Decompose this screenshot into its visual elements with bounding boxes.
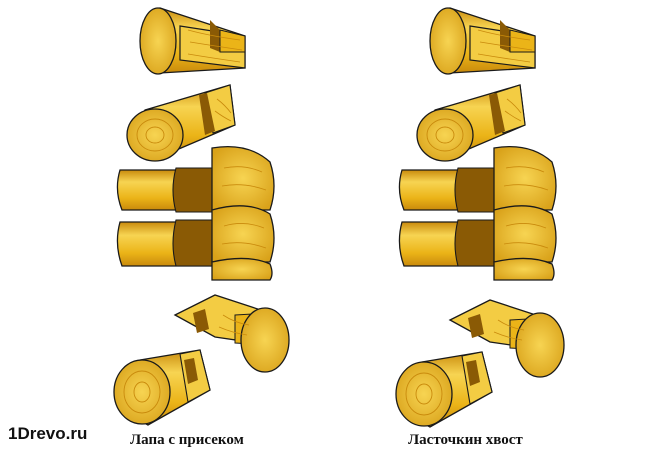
right-joint-group <box>395 7 565 428</box>
caption-right: Ласточкин хвост <box>408 432 523 448</box>
right-lower-log <box>395 351 493 428</box>
right-top-tenon-piece <box>429 7 536 75</box>
left-joint-group <box>113 7 290 426</box>
left-top-tenon-piece <box>139 7 246 75</box>
right-corner-assembly <box>398 145 557 281</box>
caption-left: Лапа с присеком <box>130 432 244 448</box>
left-corner-assembly <box>116 145 275 281</box>
left-lower-log <box>113 349 211 426</box>
site-watermark: 1Drevo.ru <box>8 424 88 443</box>
